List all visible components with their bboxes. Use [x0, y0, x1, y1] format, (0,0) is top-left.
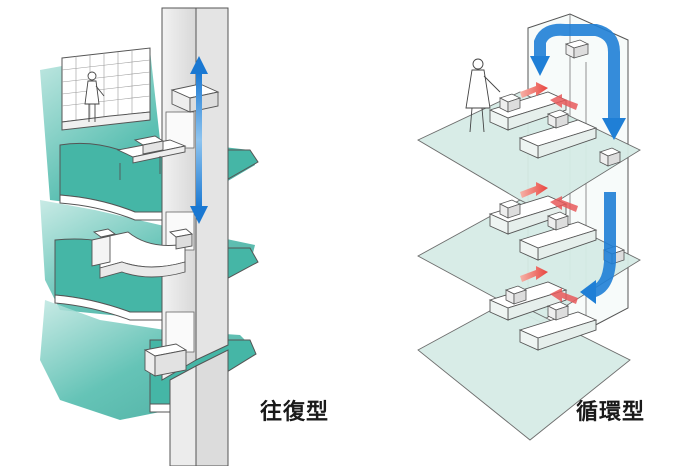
reciprocating-diagram: [40, 7, 259, 466]
circulating-diagram: [417, 13, 641, 441]
box-icon: [170, 83, 220, 113]
person-icon: [84, 71, 105, 122]
vertical-double-arrow-icon: [190, 56, 208, 224]
transfer-arrow-icon: [520, 82, 578, 304]
circulating-type-label: 循環型: [576, 400, 646, 425]
person-icon: [465, 58, 501, 133]
reciprocating-type-label: 往復型: [260, 400, 330, 425]
